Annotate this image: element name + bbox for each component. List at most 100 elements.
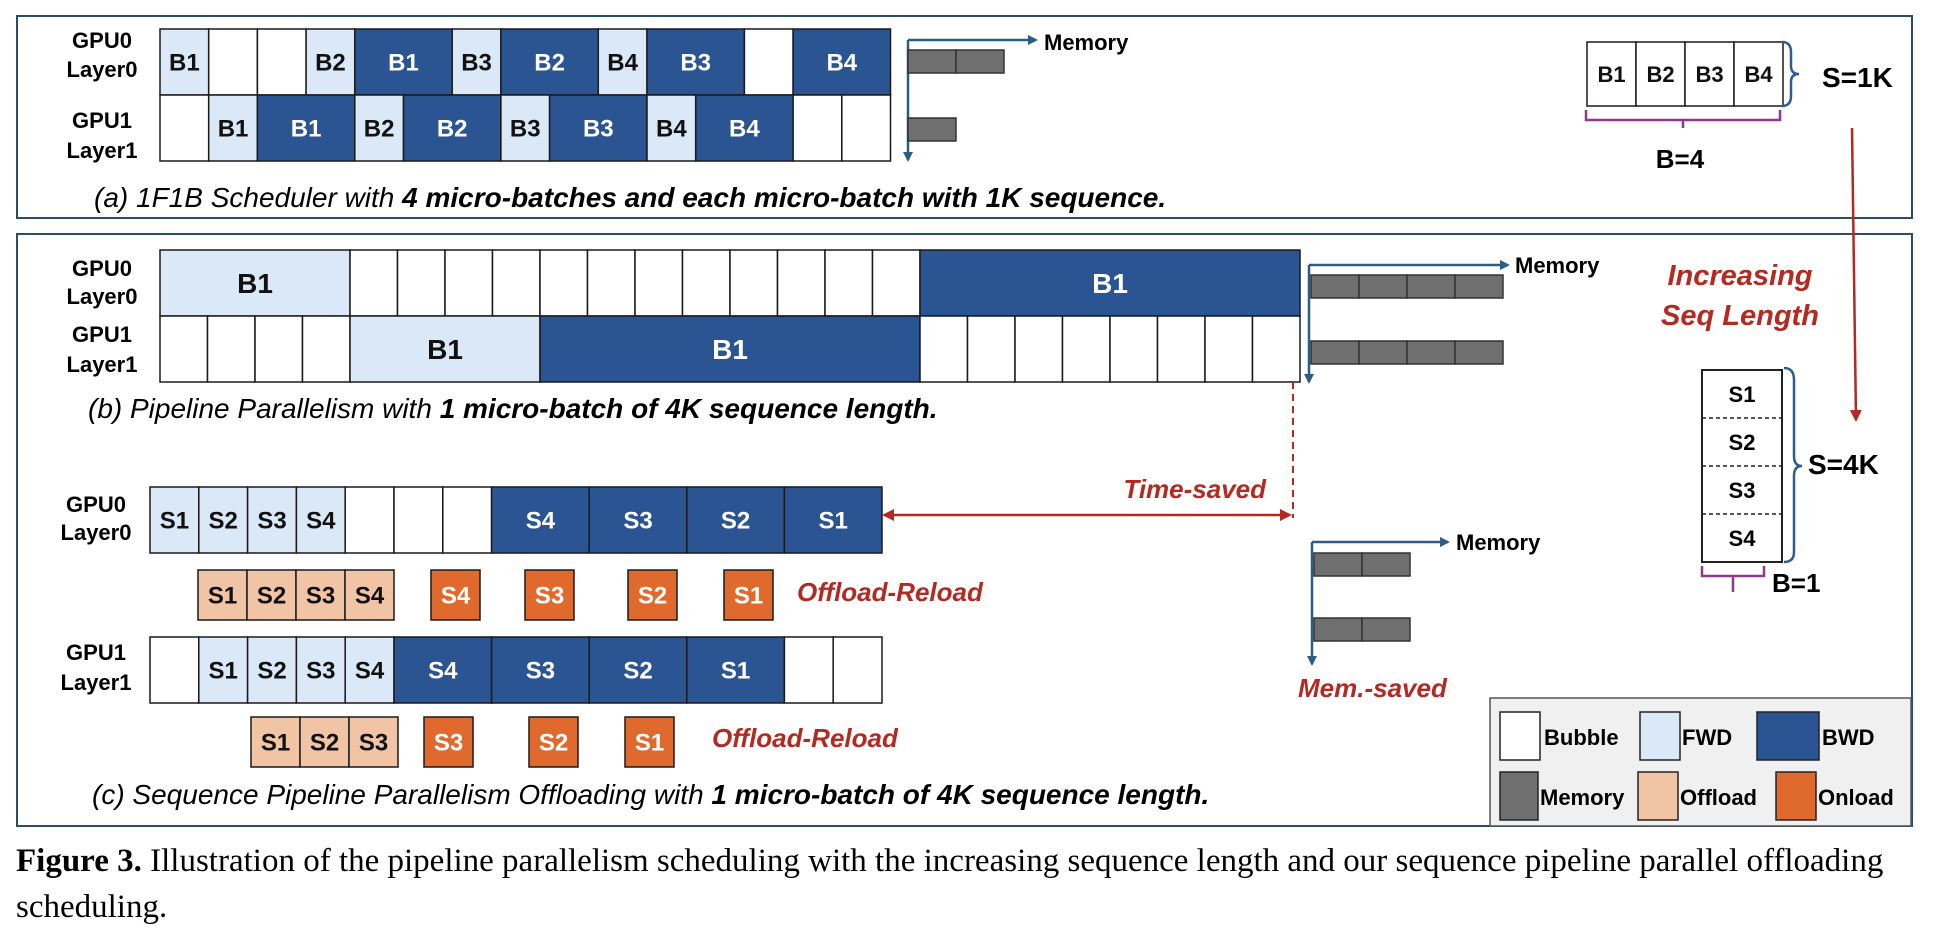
transfer-block-offload-label: S1 <box>208 583 237 610</box>
transfer-block-onload <box>423 716 474 768</box>
schedule-cell-bubble <box>586 249 636 317</box>
batch-cell-label: B3 <box>1695 62 1723 87</box>
transfer-block-onload <box>430 569 481 621</box>
schedule-cell-bwd <box>490 486 590 554</box>
panel-c-memory-block <box>1313 617 1363 642</box>
schedule-cell-bubble <box>841 94 892 162</box>
schedule-cell-bwd <box>500 28 600 96</box>
panel-b-caption: (b) Pipeline Parallelism with 1 micro-ba… <box>88 393 938 424</box>
schedule-cell-fwd-label: B1 <box>237 268 273 299</box>
transfer-block-offload-label: S2 <box>310 730 339 757</box>
transfer-block-onload-label: S1 <box>635 730 664 757</box>
schedule-cell-bwd <box>783 486 883 554</box>
panel-b-memory-block <box>1358 340 1408 365</box>
segment-brace-under <box>1700 566 1766 592</box>
schedule-cell-fwd <box>149 486 200 554</box>
schedule-cell-bwd <box>256 94 356 162</box>
schedule-cell-bwd-label: S3 <box>526 658 555 685</box>
segment-group-4k: S1 S2 S3 S4 S=4K B=1 <box>1700 366 1879 598</box>
schedule-cell-bubble <box>159 315 209 383</box>
schedule-cell-bwd-label: S2 <box>623 658 652 685</box>
increasing-label: Increasing <box>1667 260 1812 292</box>
schedule-cell-fwd-label: S2 <box>209 508 238 535</box>
legend-swatch-fwd <box>1639 711 1681 761</box>
increasing-arrow <box>1849 127 1862 422</box>
schedule-cell-bubble <box>442 486 493 554</box>
schedule-cell-fwd-label: S4 <box>355 658 385 685</box>
panel-c-gpu0-label: GPU0 <box>66 492 126 517</box>
schedule-cell-bubble <box>729 249 779 317</box>
schedule-cell-fwd <box>597 28 648 96</box>
panel-b-memory-block <box>1454 274 1504 299</box>
schedule-cell-bubble <box>824 249 874 317</box>
panel-b-memory-label: Memory <box>1515 253 1600 278</box>
transfer-block-onload-label: S2 <box>539 730 568 757</box>
transfer-block-offload <box>250 716 301 768</box>
segment-label: S2 <box>1729 430 1756 455</box>
schedule-cell-bwd <box>354 28 453 96</box>
transfer-block-onload-label: S1 <box>734 583 763 610</box>
schedule-cell-fwd-label: B2 <box>364 116 395 143</box>
schedule-cell-bwd-label: S2 <box>721 508 750 535</box>
schedule-cell-bubble <box>966 315 1016 383</box>
time-saved-label: Time-saved <box>1123 474 1267 504</box>
schedule-cell-fwd-label: B1 <box>218 116 249 143</box>
schedule-cell-bwd-label: S3 <box>623 508 652 535</box>
schedule-cell-bubble <box>634 249 684 317</box>
schedule-cell-bwd-label: S1 <box>819 508 848 535</box>
schedule-cell-bubble <box>344 486 395 554</box>
schedule-cell-fwd-label: B3 <box>510 116 541 143</box>
schedule-cell-bwd-label: B4 <box>729 116 760 143</box>
schedule-cell-bubble <box>149 636 200 704</box>
panel-a-memory-block <box>955 49 1005 74</box>
schedule-cell-bubble <box>1204 315 1254 383</box>
schedule-cell-fwd-label: S1 <box>209 658 238 685</box>
schedule-cell-bwd-label: B3 <box>583 116 614 143</box>
schedule-cell-bubble <box>919 315 969 383</box>
offload-reload-label: Offload-Reload <box>797 577 984 607</box>
panel-c-layer0-label: Layer0 <box>61 520 132 545</box>
segment-label: S3 <box>1729 478 1756 503</box>
schedule-cell-bwd <box>646 28 746 96</box>
schedule-cell-bubble <box>159 94 210 162</box>
schedule-cell-fwd <box>646 94 697 162</box>
schedule-cell-bubble <box>349 249 399 317</box>
batch-size-4-label: B=4 <box>1656 144 1705 174</box>
schedule-cell-fwd-label: B4 <box>656 116 687 143</box>
schedule-cell-fwd <box>198 486 249 554</box>
panel-a-memory-block <box>907 117 957 142</box>
panel-a-caption: (a) 1F1B Scheduler with 4 micro-batches … <box>94 182 1166 213</box>
schedule-cell-bwd-label: S1 <box>721 658 750 685</box>
batch-brace-under <box>1584 110 1782 128</box>
legend-swatch-bwd <box>1756 711 1820 761</box>
panel-b-memory-block <box>1406 274 1456 299</box>
schedule-cell-bubble <box>871 249 921 317</box>
schedule-cell-fwd <box>295 636 346 704</box>
panel-a-gpu0-label: GPU0 <box>72 28 132 53</box>
schedule-cell-bwd <box>588 636 688 704</box>
schedule-cell-bwd-label: B2 <box>437 116 468 143</box>
figure-caption: Figure 3. Illustration of the pipeline p… <box>16 838 1941 930</box>
schedule-cell-bwd-label: B1 <box>291 116 322 143</box>
schedule-cell-bwd <box>588 486 688 554</box>
schedule-cell-bubble <box>1061 315 1111 383</box>
schedule-cell-bwd-label: S4 <box>526 508 556 535</box>
transfer-block-onload <box>528 716 579 768</box>
schedule-cell-fwd-label: B1 <box>169 50 200 77</box>
schedule-cell-bubble <box>1156 315 1206 383</box>
transfer-block-onload-label: S3 <box>434 730 463 757</box>
batch-cell <box>1586 41 1637 107</box>
panel-a-gpu1-timeline: B1 B1 B2 B2 B3 B3 B4 B4 <box>159 94 892 162</box>
panel-c-layer1-label: Layer1 <box>61 670 132 695</box>
panel-a-gpu1-label: GPU1 <box>72 108 132 133</box>
segment-label: S4 <box>1729 526 1757 551</box>
